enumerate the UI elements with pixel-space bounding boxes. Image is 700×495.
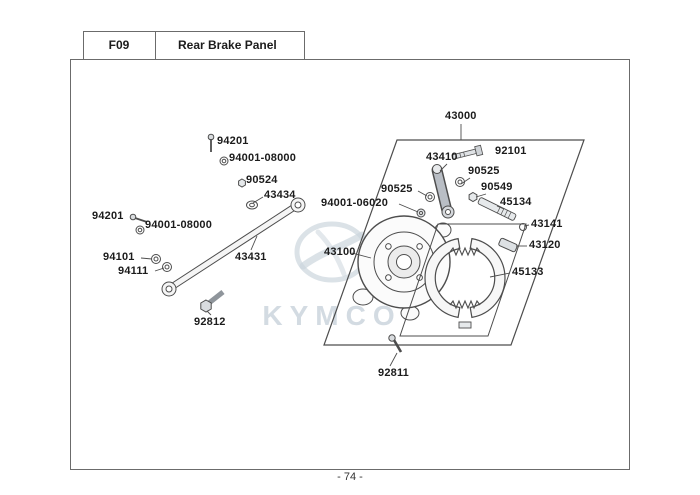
screw-94201-left [129,213,137,221]
brake-shoes-drawing [399,223,527,337]
bolt-92812-head [200,299,212,313]
brake-shoe-right [469,237,506,319]
kymco-watermark: KYMCO [262,221,401,331]
part-label-90525-right: 90525 [468,165,500,177]
shoe-spring-top [449,246,481,257]
part-label-43434: 43434 [264,189,296,201]
part-label-43100: 43100 [324,246,356,258]
part-label-92812: 92812 [194,316,226,328]
part-label-43000: 43000 [445,110,477,122]
section-code: F09 [108,38,130,52]
leader-lines [140,124,530,367]
bolt-92101 [451,144,484,160]
part-label-43120: 43120 [529,239,561,251]
page-border [70,31,630,470]
torque-rod-drawing [161,197,306,297]
part-label-92811: 92811 [378,367,409,379]
fasteners-drawing [129,133,258,313]
spindle-45134 [477,197,517,221]
part-label-45134: 45134 [500,196,532,208]
part-label-94001-08000-top: 94001-08000 [229,152,297,164]
part-label-94101: 94101 [103,251,135,263]
part-label-94001-06020: 94001-06020 [321,197,389,209]
kymco-watermark-text: KYMCO [262,300,401,331]
part-label-94201-top: 94201 [217,135,249,147]
part-label-45133: 45133 [512,266,544,278]
part-label-90525-left: 90525 [381,183,413,195]
nut-90524 [238,178,246,188]
shoe-spring-bottom [449,299,481,310]
part-label-94111: 94111 [118,265,149,277]
nut-90549 [468,191,478,203]
part-label-94001-08000-left: 94001-08000 [145,219,213,231]
page-title: Rear Brake Panel [178,38,277,52]
part-label-43410: 43410 [426,151,458,163]
part-label-94201-left: 94201 [92,210,124,222]
part-label-92101: 92101 [495,145,527,157]
part-label-90549: 90549 [481,181,513,193]
page-number: - 74 - [337,471,363,483]
screw-92811 [388,334,403,353]
part-label-90524: 90524 [246,174,278,186]
cam-43120 [498,237,518,253]
screw-94201-top [207,133,215,141]
part-label-43141: 43141 [531,218,563,230]
assembly-box-43000 [323,139,585,346]
part-label-43431: 43431 [235,251,267,263]
brake-arm-drawing [416,144,527,253]
brake-shoe-left [424,237,461,319]
bolt-92812-shaft [207,290,225,305]
